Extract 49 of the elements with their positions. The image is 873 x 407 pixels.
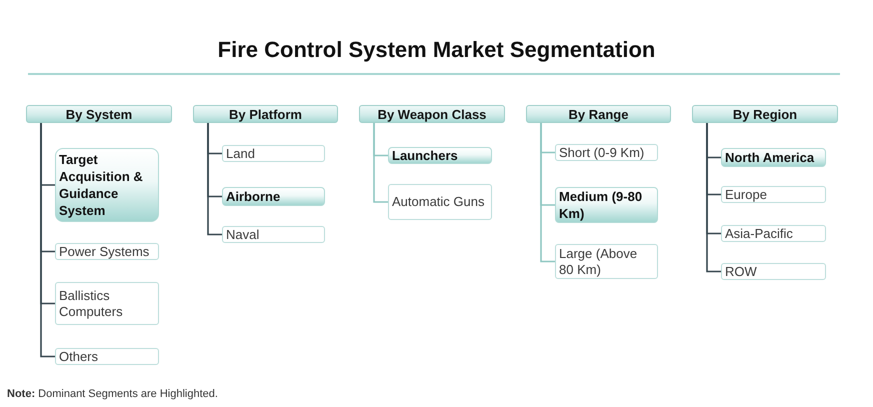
segment-label: Others: [59, 348, 98, 364]
segment-label: Large (Above 80 Km): [559, 246, 638, 278]
note-text: Note: Dominant Segments are Highlighted.: [7, 388, 218, 400]
highlighted-segment-box: [388, 147, 492, 164]
connector-line: [706, 123, 721, 272]
category-label: By Range: [568, 106, 628, 122]
highlighted-segment-box: [55, 148, 159, 222]
category-label: By System: [66, 106, 132, 122]
segment-label: Airborne: [226, 188, 280, 205]
segment-box: [555, 244, 658, 279]
segment-box: [388, 184, 492, 220]
segment-label: Ballistics Computers: [59, 288, 124, 320]
segment-label: Asia-Pacific: [725, 226, 793, 242]
segment-box: [555, 144, 658, 161]
segment-label: Power Systems: [59, 244, 150, 260]
category-header: [26, 105, 172, 123]
segment-label: Target Acquisition & Guidance System: [59, 151, 144, 219]
segment-label: Europe: [725, 186, 767, 202]
segment-box: [55, 348, 159, 365]
segment-label: Land: [226, 146, 255, 162]
segment-box: [55, 282, 159, 325]
connector-line: [373, 123, 388, 203]
segment-label: Short (0-9 Km): [559, 144, 644, 160]
segment-box: [721, 225, 826, 242]
connector-line: [40, 123, 55, 358]
category-label: By Platform: [229, 106, 302, 122]
segment-box: [721, 263, 826, 280]
highlighted-segment-box: [555, 187, 658, 223]
segment-label: Launchers: [392, 147, 458, 164]
segment-box: [222, 145, 325, 162]
segment-label: North America: [725, 149, 814, 166]
segment-label: Naval: [226, 226, 260, 242]
connector-line: [207, 123, 222, 236]
category-header: [526, 105, 671, 123]
segment-box: [55, 243, 159, 260]
category-header: [193, 105, 338, 123]
highlighted-segment-box: [721, 148, 826, 167]
connector-line: [540, 123, 555, 262]
category-label: By Region: [732, 106, 798, 122]
segment-label: Medium (9-80 Km): [559, 188, 644, 222]
segment-label: ROW: [725, 264, 757, 280]
category-header: [359, 105, 505, 123]
segment-label: Automatic Guns: [392, 194, 484, 210]
category-header: [692, 105, 838, 123]
category-label: By Weapon Class: [378, 106, 486, 122]
segment-box: [222, 226, 325, 243]
segment-box: [721, 186, 826, 203]
diagram-title: Fire Control System Market Segmentation: [218, 36, 656, 64]
highlighted-segment-box: [222, 187, 325, 206]
